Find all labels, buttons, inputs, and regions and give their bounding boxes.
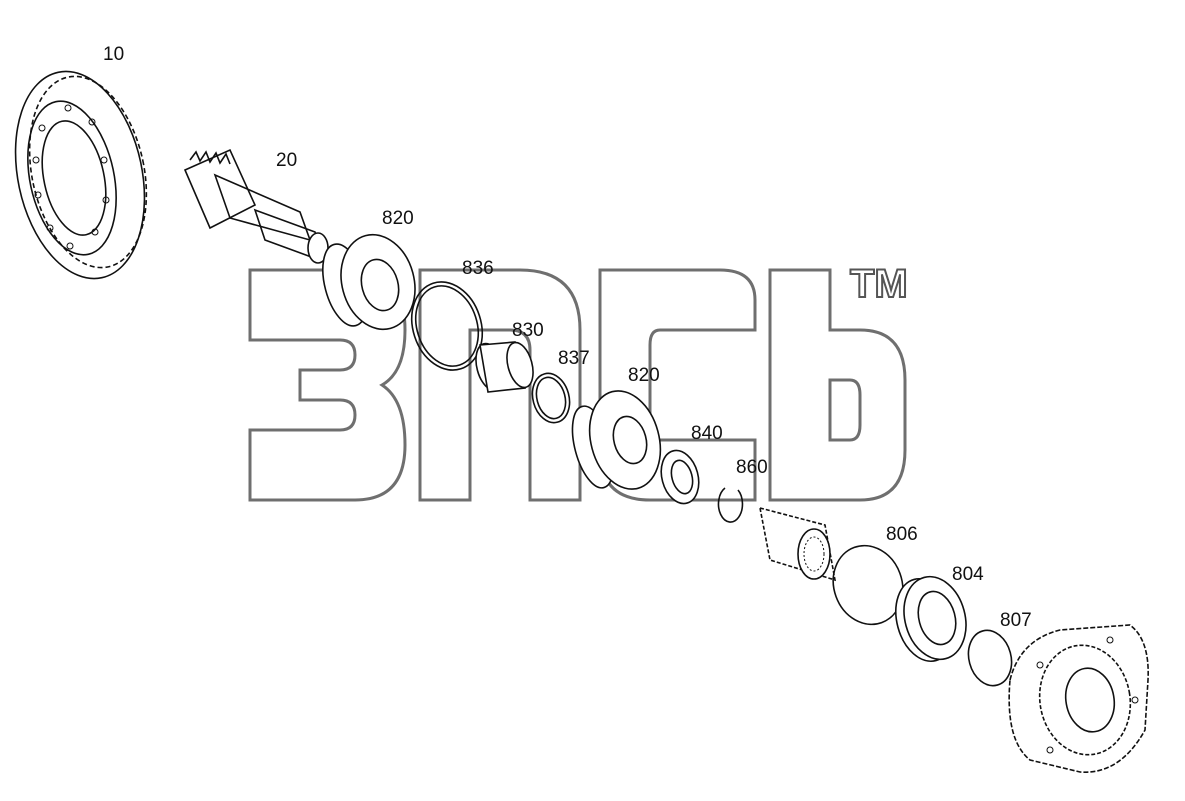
bearing-2-bore	[612, 415, 648, 465]
watermark-letter-2	[418, 268, 582, 502]
housing-bore	[1064, 667, 1116, 733]
housing-bolt-hole	[1106, 636, 1114, 644]
pinion-head	[183, 148, 257, 230]
ring-gear-bore	[41, 120, 107, 236]
callout-20: 20	[276, 150, 297, 171]
o-ring-836-inner	[414, 285, 480, 367]
shaft-seal-804	[895, 575, 967, 663]
o-ring-836	[411, 281, 483, 371]
seal-bore	[917, 590, 957, 646]
o-ring-806	[832, 544, 904, 626]
watermark-letter-4	[768, 268, 907, 502]
filter-cartridge	[758, 506, 837, 582]
callout-804: 804	[952, 564, 984, 585]
bearing-2-cup	[588, 390, 662, 490]
bearing-housing-cover	[1008, 624, 1149, 773]
bolt-hole	[64, 104, 72, 112]
ring-gear-bolt-circle	[27, 100, 117, 256]
callout-806: 806	[886, 524, 918, 545]
bolt-hole	[34, 191, 42, 199]
housing-bolt-hole	[1131, 696, 1139, 704]
callout-836: 836	[462, 258, 494, 279]
cartridge-mesh	[803, 536, 825, 572]
watermark-logo: TM	[248, 261, 909, 502]
shim-837-inner	[535, 376, 567, 420]
callout-820-second: 820	[628, 365, 660, 386]
bolt-hole	[88, 118, 96, 126]
callout-830: 830	[512, 320, 544, 341]
tapered-roller-bearing-1	[322, 233, 416, 331]
callout-840: 840	[691, 423, 723, 444]
ring-gear-outer	[14, 70, 146, 280]
bolt-hole	[91, 228, 99, 236]
callout-837: 837	[558, 348, 590, 369]
snap-ring-860	[717, 487, 744, 523]
housing-bolt-hole	[1036, 661, 1044, 669]
nut-outer	[660, 449, 700, 505]
spacer-sleeve-830	[475, 341, 534, 393]
callout-10: 10	[103, 44, 124, 65]
slotted-nut-840	[660, 449, 700, 505]
pinion-shaft	[183, 148, 329, 264]
seal-front	[903, 575, 967, 661]
callout-860: 860	[736, 457, 768, 478]
cartridge-end	[797, 528, 831, 580]
sleeve-front	[506, 341, 534, 389]
callout-820-first: 820	[382, 208, 414, 229]
watermark-tm: TM	[850, 262, 908, 306]
callout-807: 807	[1000, 610, 1032, 631]
tapered-roller-bearing-2	[571, 390, 662, 490]
shim-837	[531, 372, 571, 424]
housing-flange	[1008, 624, 1149, 773]
callouts: 10 20 820 836 830 837 820 840 860 806 80…	[103, 44, 1032, 631]
bolt-hole	[38, 124, 46, 132]
bolt-hole	[100, 156, 108, 164]
bolt-hole	[102, 196, 110, 204]
bearing-1-bore	[360, 258, 400, 312]
watermark-letter-1	[248, 268, 407, 502]
pinion-teeth	[189, 150, 231, 165]
nut-bore	[670, 459, 694, 495]
bearing-1-cup	[340, 233, 416, 331]
bolt-hole	[46, 224, 54, 232]
housing-bolt-hole	[1046, 746, 1054, 754]
ring-gear-teeth	[28, 75, 148, 269]
bolt-hole	[66, 242, 74, 250]
ring-807	[967, 629, 1013, 687]
bolt-hole	[32, 156, 40, 164]
ring-gear	[14, 70, 148, 280]
housing-hub	[1038, 644, 1132, 756]
